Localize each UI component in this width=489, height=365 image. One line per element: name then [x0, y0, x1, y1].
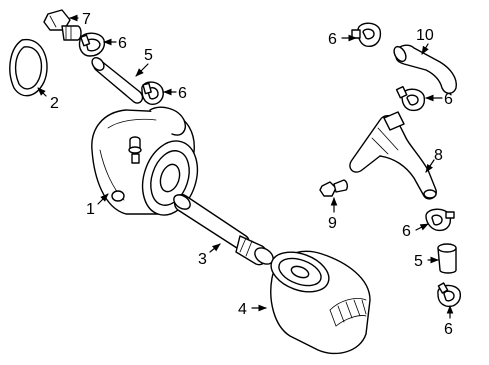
o-ring-gasket	[9, 39, 48, 97]
callout-2: 2	[50, 95, 59, 112]
callout-8: 8	[434, 147, 443, 164]
callout-10: 10	[416, 27, 434, 44]
callout-4: 4	[238, 301, 247, 318]
callout-6-middle-left: 6	[178, 85, 187, 102]
connector-pipe	[173, 193, 274, 266]
hose-clamp-top-right	[351, 22, 382, 47]
hose-clamp-right-middle	[395, 85, 426, 112]
oil-filter	[270, 250, 371, 355]
bolt-fitting	[43, 9, 82, 41]
callout-numbers: 7 6 2 5 6 1 3 4 6 10 6 8 9 6 5 6	[50, 11, 453, 338]
callout-6-bottom-right: 6	[444, 321, 453, 338]
short-hose-top	[91, 57, 144, 104]
callout-9: 9	[328, 215, 337, 232]
callout-6-right-middle: 6	[444, 91, 453, 108]
callout-5-top: 5	[144, 47, 153, 64]
callout-6-right-lower: 6	[402, 223, 411, 240]
hose-clamp-bottom-right	[437, 282, 461, 308]
bracket-pipe	[349, 111, 437, 200]
hose-clamp-middle-left	[141, 81, 164, 105]
small-bolt	[319, 179, 349, 197]
callout-6-top-left: 6	[118, 35, 127, 52]
hose-clamp-top-left	[78, 32, 106, 57]
leader-lines	[37, 14, 454, 319]
callout-7: 7	[82, 11, 91, 28]
callout-5-right: 5	[414, 253, 423, 270]
callout-1: 1	[86, 201, 95, 218]
hose-clamp-right-lower	[425, 208, 455, 232]
short-hose-right	[437, 243, 457, 274]
callout-6-top-right: 6	[328, 31, 337, 48]
callout-3: 3	[198, 251, 207, 268]
curved-hose	[393, 44, 457, 94]
oil-cooler-housing	[91, 106, 199, 216]
